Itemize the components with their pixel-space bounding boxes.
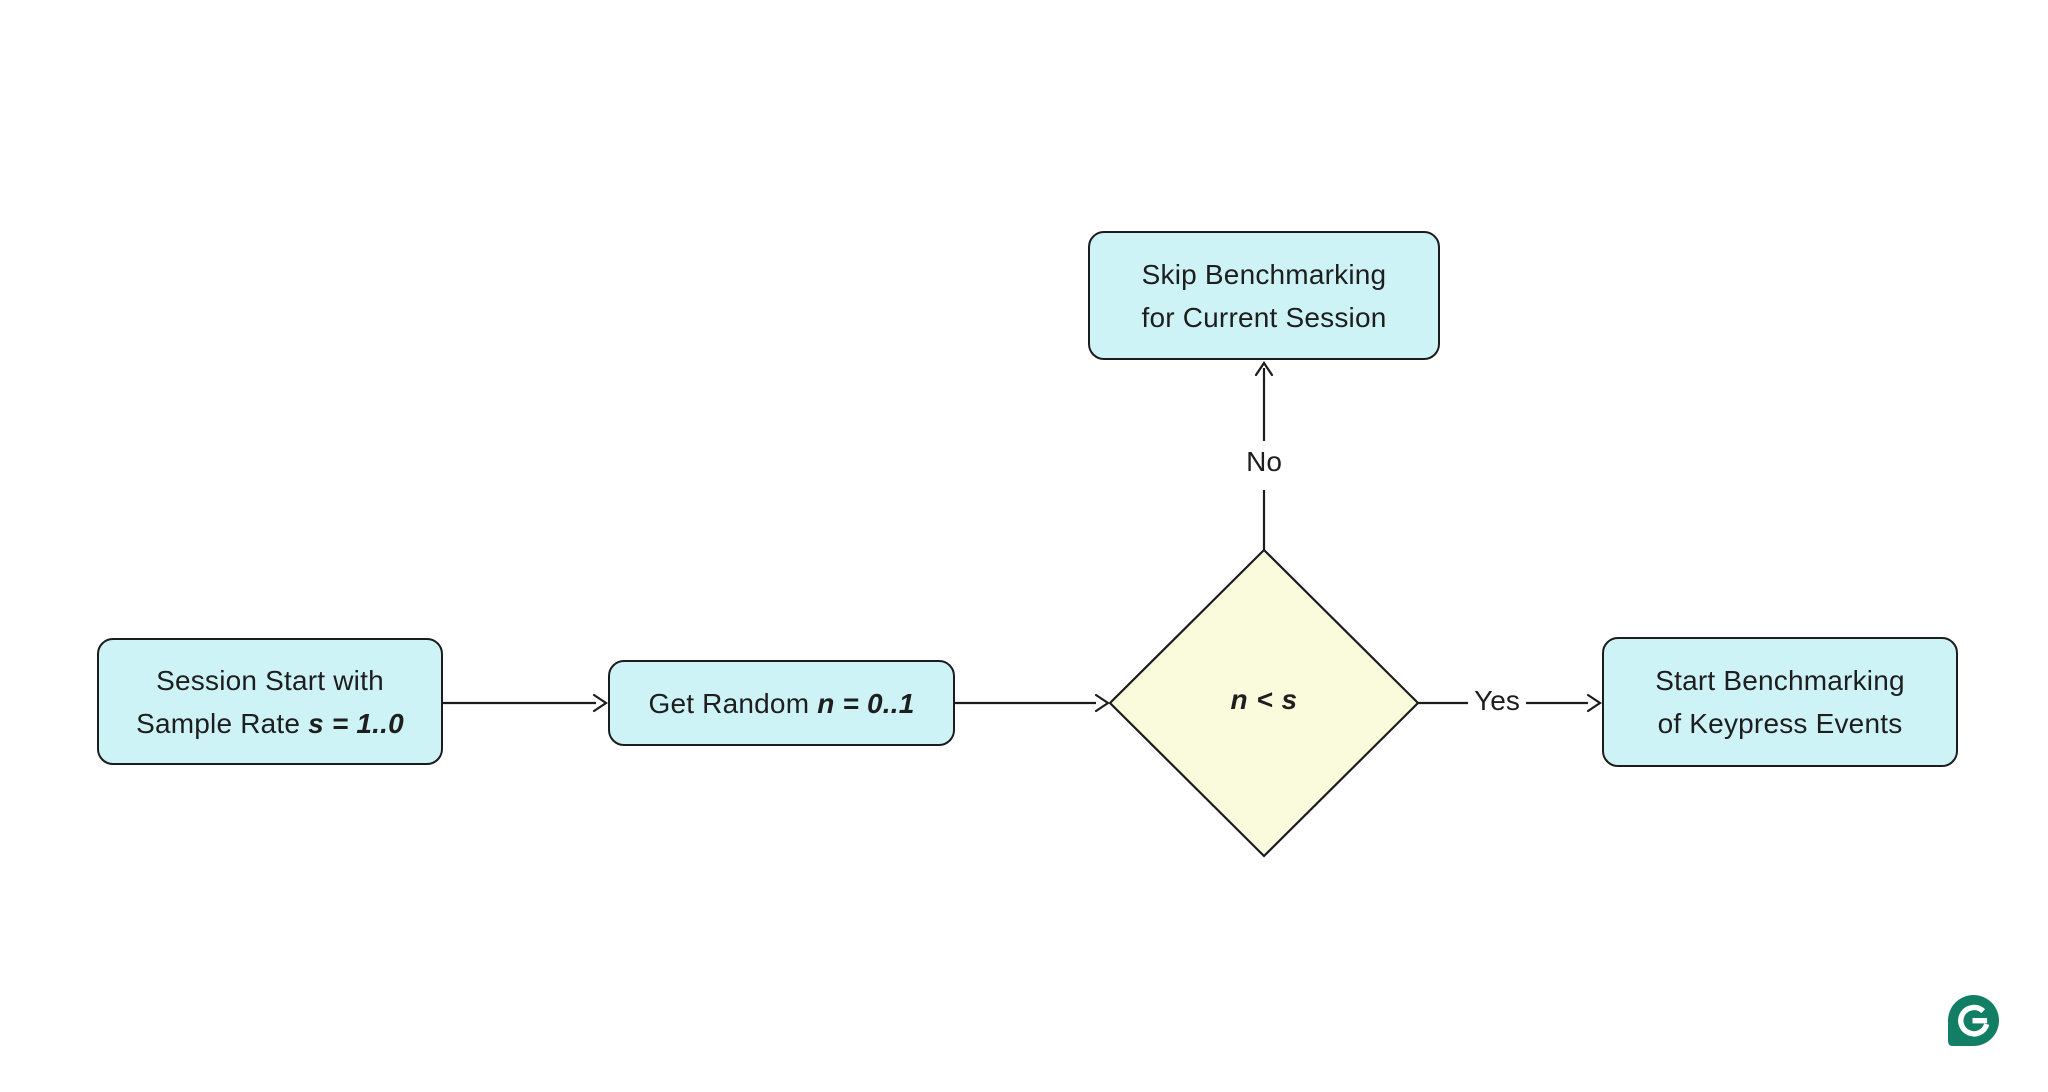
grammarly-logo-icon <box>1948 995 1999 1046</box>
node-skip-line1: Skip Benchmarking <box>1141 258 1387 290</box>
arrowhead-icon <box>592 693 608 713</box>
node-start-benchmarking: Start Benchmarking of Keypress Events <box>1602 637 1958 767</box>
arrowhead-icon <box>1254 361 1274 377</box>
node-skip-line2: for Current Session <box>1141 301 1387 333</box>
arrowhead-icon <box>1586 693 1602 713</box>
edge-label-no: No <box>1246 446 1282 477</box>
grammarly-logo-g-arc <box>1958 1004 1990 1037</box>
node-start-line1: Start Benchmarking <box>1655 665 1905 696</box>
node-get-random: Get Random n = 0..1 <box>608 660 955 746</box>
arrowhead-icon <box>1094 693 1110 713</box>
node-start-line2: of Keypress Events <box>1657 708 1903 739</box>
node-skip-benchmarking: Skip Benchmarking for Current Session <box>1088 231 1440 360</box>
grammarly-logo-g-bar <box>1972 1018 1988 1024</box>
node-get-random-line: Get Random n = 0..1 <box>648 687 915 719</box>
node-session-start-line1: Session Start with <box>156 664 384 696</box>
node-session-start: Session Start with Sample Rate s = 1..0 <box>97 638 443 765</box>
random-formula: n = 0..1 <box>817 687 915 719</box>
node-session-start-line2: Sample Rate s = 1..0 <box>136 707 404 739</box>
decision-node-label: n < s <box>1230 684 1298 715</box>
sample-rate-formula: s = 1..0 <box>308 707 404 739</box>
edge-label-yes: Yes <box>1474 685 1520 716</box>
